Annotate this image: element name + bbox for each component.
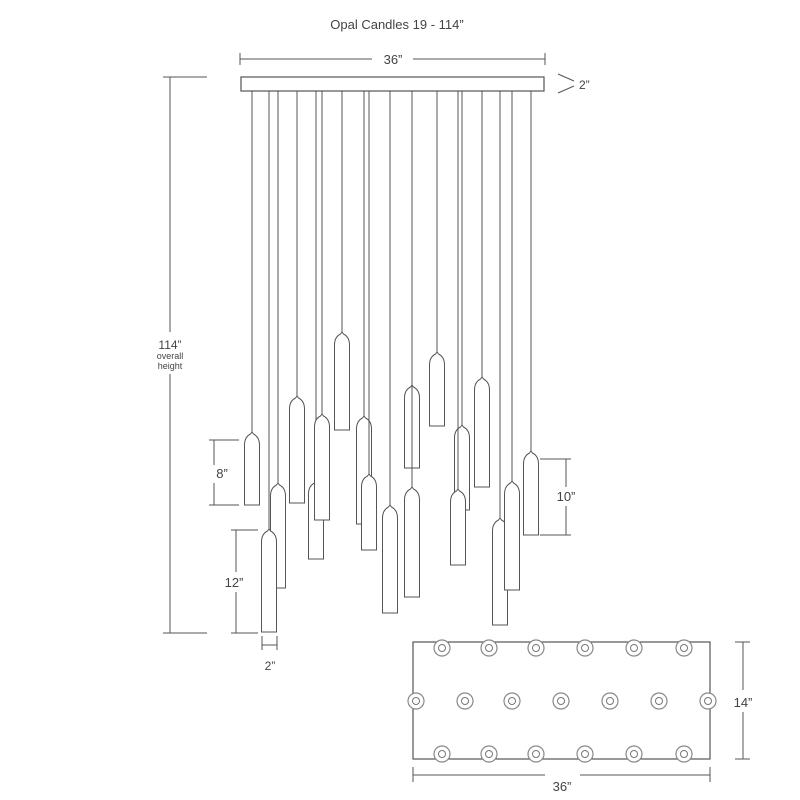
plan-pendant-position-8 bbox=[456, 692, 474, 710]
overall-height-caption-line2: height bbox=[158, 361, 183, 371]
plan-pendant-position-11 bbox=[601, 692, 619, 710]
pendant-glass bbox=[474, 376, 490, 488]
pendant-16 bbox=[474, 91, 490, 488]
plan-pendant-position-7 bbox=[407, 692, 425, 710]
pendant-7 bbox=[334, 91, 350, 431]
pendant-glass bbox=[261, 528, 277, 633]
pendant-group bbox=[244, 91, 539, 633]
canopy-width-dimension: 36” bbox=[239, 52, 546, 67]
pendant-diameter-dimension: 2” bbox=[261, 636, 278, 673]
canopy-width-label: 36” bbox=[384, 52, 403, 67]
plan-pendant-position-17 bbox=[576, 745, 594, 763]
overall-height-label: 114” bbox=[158, 338, 181, 352]
plan-view-pendant-positions bbox=[407, 639, 717, 763]
pendant-6 bbox=[314, 91, 330, 521]
plan-pendant-position-4 bbox=[576, 639, 594, 657]
plan-pendant-position-5 bbox=[625, 639, 643, 657]
pendant-13 bbox=[429, 91, 445, 427]
pendant-4 bbox=[289, 91, 305, 504]
pendant-glass bbox=[361, 473, 377, 551]
pendant-9 bbox=[361, 91, 377, 551]
pendant-2 bbox=[270, 91, 286, 589]
plan-pendant-position-16 bbox=[527, 745, 545, 763]
pendant-15 bbox=[450, 91, 466, 566]
plan-pendant-position-18 bbox=[625, 745, 643, 763]
pendant-glass bbox=[314, 413, 330, 521]
pendant-medium-dimension: 10” bbox=[540, 458, 576, 536]
pendant-diameter-label: 2” bbox=[265, 659, 276, 673]
pendant-glass bbox=[450, 488, 466, 566]
plan-pendant-position-12 bbox=[650, 692, 668, 710]
pendant-18 bbox=[504, 91, 520, 591]
plan-pendant-position-3 bbox=[527, 639, 545, 657]
pendant-glass bbox=[289, 395, 305, 504]
canopy-height-label: 2” bbox=[579, 78, 590, 92]
pendant-short-dimension: 8” bbox=[209, 439, 239, 506]
pendant-glass bbox=[523, 450, 539, 536]
plan-pendant-position-9 bbox=[503, 692, 521, 710]
pendant-long-label: 12” bbox=[225, 575, 244, 590]
plan-pendant-position-14 bbox=[433, 745, 451, 763]
pendant-3 bbox=[261, 91, 277, 633]
plan-width-dimension: 36” bbox=[412, 767, 711, 794]
plan-pendant-position-19 bbox=[675, 745, 693, 763]
canopy bbox=[240, 76, 545, 92]
plan-depth-label: 14” bbox=[734, 695, 753, 710]
plan-pendant-position-2 bbox=[480, 639, 498, 657]
pendant-glass bbox=[429, 351, 445, 427]
overall-height-dimension: 114” overall height bbox=[157, 76, 207, 634]
pendant-glass bbox=[334, 331, 350, 431]
plan-width-label: 36” bbox=[553, 779, 572, 794]
plan-pendant-position-10 bbox=[552, 692, 570, 710]
drawing-title: Opal Candles 19 - 114” bbox=[330, 17, 463, 32]
pendant-14 bbox=[454, 91, 470, 511]
plan-pendant-position-15 bbox=[480, 745, 498, 763]
canopy-height-dimension: 2” bbox=[557, 73, 590, 94]
plan-depth-dimension: 14” bbox=[734, 641, 753, 760]
pendant-glass bbox=[244, 431, 260, 506]
plan-pendant-position-1 bbox=[433, 639, 451, 657]
overall-height-caption-line1: overall bbox=[157, 351, 184, 361]
plan-pendant-position-6 bbox=[675, 639, 693, 657]
pendant-12 bbox=[404, 91, 420, 598]
pendant-medium-label: 10” bbox=[557, 489, 576, 504]
pendant-19 bbox=[523, 91, 539, 536]
pendant-1 bbox=[244, 91, 260, 506]
plan-pendant-position-13 bbox=[699, 692, 717, 710]
pendant-short-label: 8” bbox=[216, 466, 228, 481]
pendant-glass bbox=[404, 486, 420, 598]
pendant-glass bbox=[382, 504, 398, 614]
pendant-glass bbox=[504, 480, 520, 591]
pendant-10 bbox=[382, 91, 398, 614]
pendant-long-dimension: 12” bbox=[225, 529, 258, 634]
